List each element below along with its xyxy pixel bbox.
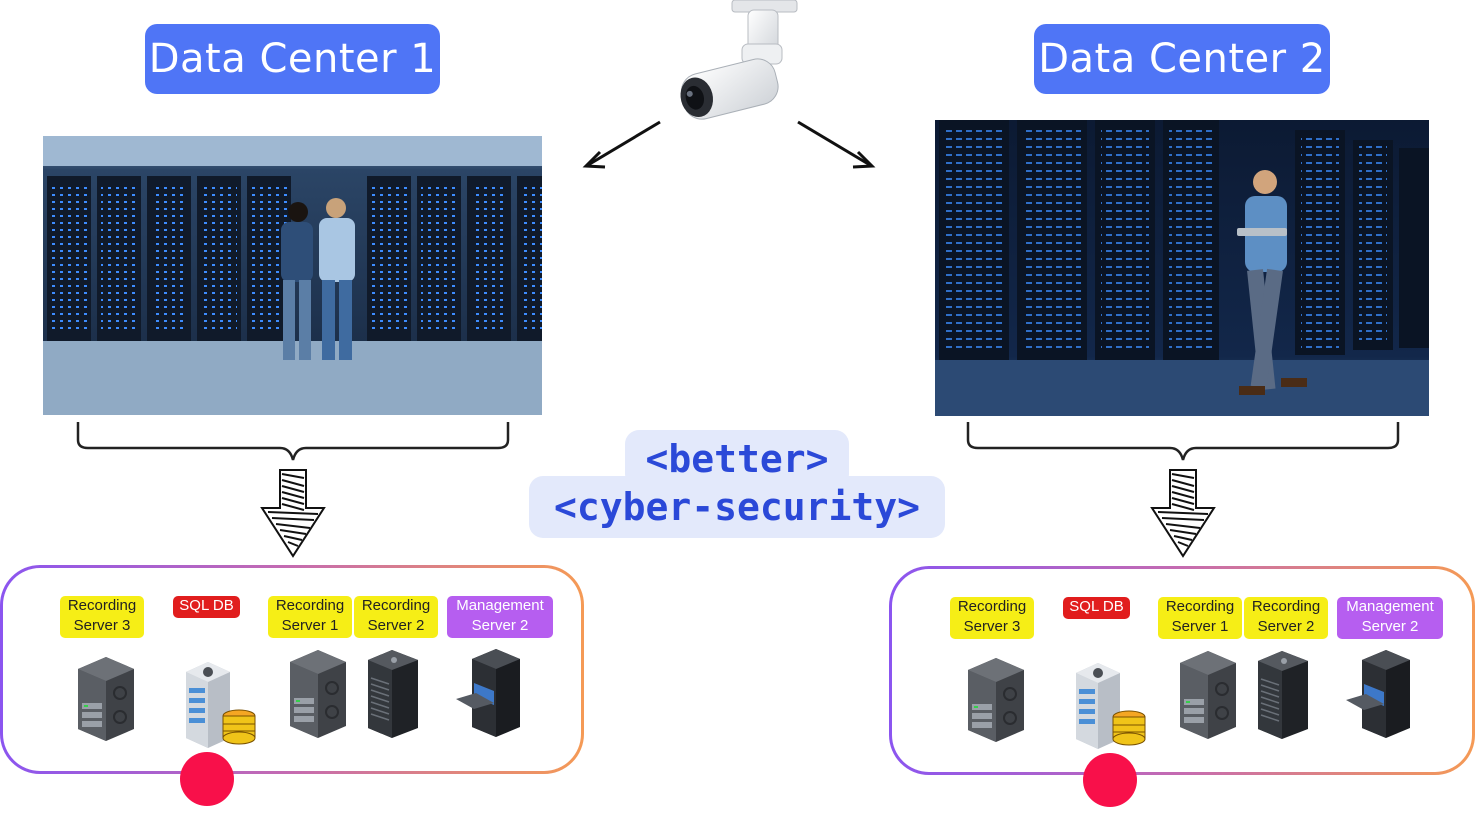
management-server-icon	[454, 647, 526, 739]
data-center-2-title: Data Center 2	[1034, 24, 1330, 94]
code-label-cyber-security: <cyber-security>	[529, 476, 945, 538]
security-camera-icon	[670, 0, 805, 125]
camera-arrows	[582, 120, 876, 169]
database-server-icon	[1072, 659, 1148, 751]
rack-server-icon	[364, 648, 424, 740]
data-center-1-brace	[76, 422, 510, 461]
red-dot-marker	[1083, 753, 1137, 807]
data-center-1-photo	[43, 136, 542, 415]
rack-server-icon	[1254, 649, 1314, 741]
tower-server-icon	[284, 648, 354, 740]
red-dot-marker	[180, 752, 234, 806]
server-label: SQL DB	[173, 596, 240, 618]
tower-server-icon	[962, 656, 1032, 744]
data-center-1-down-arrow	[260, 469, 326, 558]
tower-server-icon	[1174, 649, 1244, 741]
management-server-icon	[1344, 648, 1416, 740]
server-label: SQL DB	[1063, 597, 1130, 619]
data-center-2-photo	[935, 120, 1429, 416]
data-center-2-brace	[966, 422, 1400, 461]
data-center-2-down-arrow	[1150, 469, 1216, 558]
database-server-icon	[182, 658, 258, 750]
tower-server-icon	[72, 655, 142, 743]
data-center-1-title: Data Center 1	[145, 24, 440, 94]
